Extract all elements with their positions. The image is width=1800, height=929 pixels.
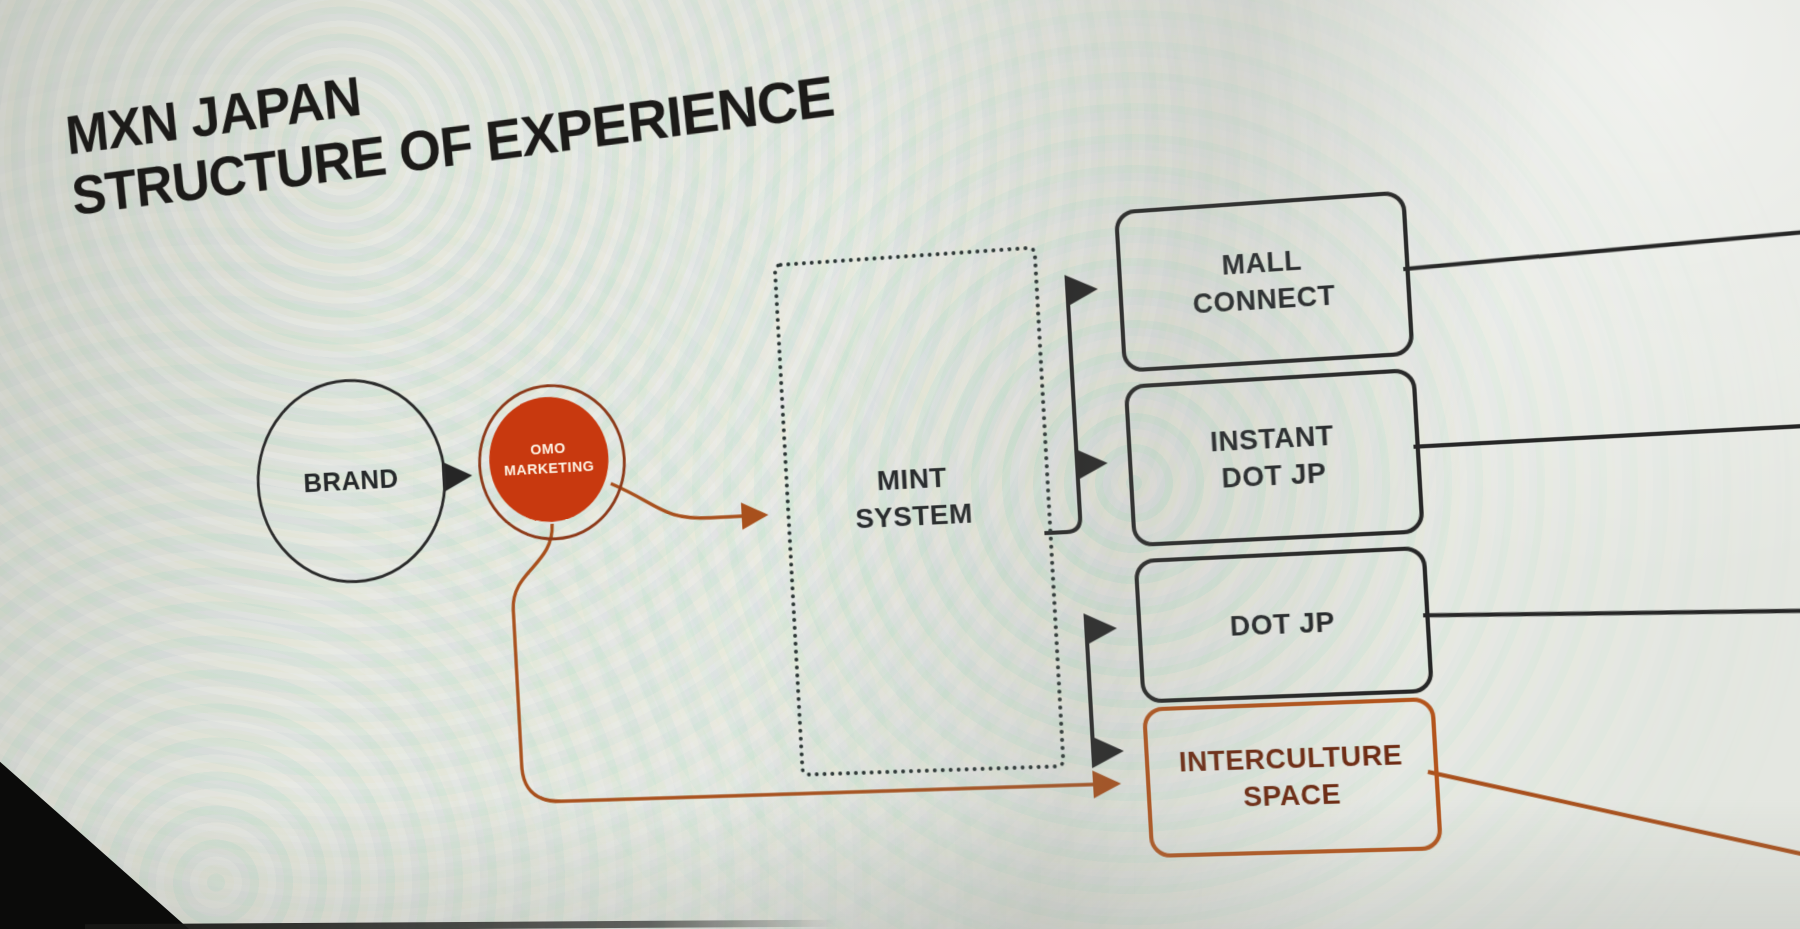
edge-mint-to-instant-dot-jp	[1077, 463, 1103, 464]
line-interculture-out	[1428, 757, 1800, 890]
interculture-space-node: INTERCULTURE SPACE	[1141, 696, 1444, 859]
dot-jp-label: DOT JP	[1229, 606, 1336, 643]
edge-mint-to-dot-jp	[1086, 628, 1112, 629]
slide-content: MXN JAPAN STRUCTURE OF EXPERIENCE	[38, 0, 1800, 929]
brand-label: BRAND	[302, 462, 400, 498]
instant-dot-jp-line-2: DOT JP	[1220, 457, 1328, 494]
interculture-line-1: INTERCULTURE	[1178, 739, 1404, 779]
mall-connect-line-1: MALL	[1220, 245, 1303, 282]
edge-omo-to-mint	[611, 475, 765, 522]
line-mall-connect-out	[1403, 226, 1800, 269]
interculture-line-2: SPACE	[1242, 778, 1342, 813]
mall-connect-line-2: CONNECT	[1191, 279, 1337, 320]
omo-label-line-1: OMO	[529, 439, 567, 459]
omo-label-line-2: MARKETING	[503, 457, 595, 480]
mint-system-label: MINT SYSTEM	[786, 455, 1042, 542]
line-dot-jp-out	[1423, 596, 1800, 629]
line-instant-dot-jp-out	[1413, 422, 1800, 447]
instant-dot-jp-node: INSTANT DOT JP	[1123, 367, 1425, 548]
edge-brand-to-omo	[448, 476, 469, 477]
mall-connect-node: MALL CONNECT	[1113, 190, 1415, 373]
dot-jp-node: DOT JP	[1133, 545, 1435, 704]
edge-mint-to-interculture	[1086, 628, 1119, 752]
